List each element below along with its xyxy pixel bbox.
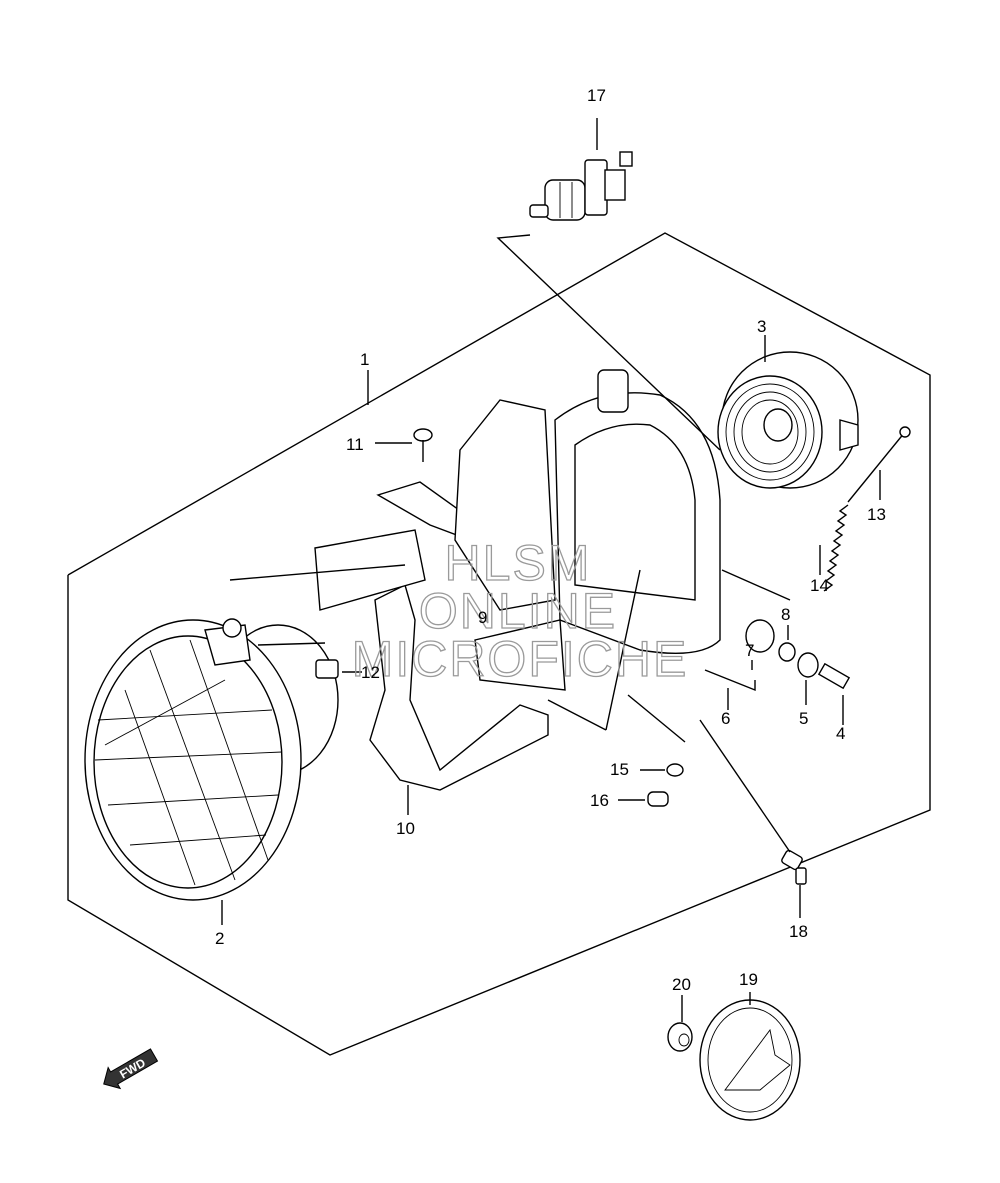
callout-14: 14 [810,576,829,595]
watermark: HLSM ONLINE MICROFICHE [351,534,689,687]
callout-labels: 1 2 3 4 5 6 7 8 9 10 11 12 13 14 15 16 1… [215,86,886,994]
part-housing [367,369,721,654]
callout-15: 15 [610,760,629,779]
part-cap-19 [699,992,801,1121]
watermark-line-1: HLSM [445,535,592,591]
callout-12: 12 [361,663,380,682]
callout-16: 16 [590,791,609,810]
callout-13: 13 [867,505,886,524]
part-nut-20 [667,995,693,1052]
part-bolt-18 [781,849,807,918]
callout-6: 6 [721,709,730,728]
part-headlamp-lens [84,618,339,925]
callout-11: 11 [346,435,364,454]
leader-lines [229,234,791,853]
callout-9: 9 [478,608,487,627]
callout-19: 19 [739,970,758,989]
part-collar-16 [618,791,669,807]
callout-20: 20 [672,975,691,994]
callout-17: 17 [587,86,606,105]
watermark-line-2: ONLINE [419,583,617,639]
part-screw-11 [375,428,433,462]
part-mounting-bracket [314,399,566,815]
part-rear-cover [717,335,859,489]
callout-1: 1 [360,350,369,369]
part-spring [819,504,849,592]
part-bolt-stack [704,619,851,725]
part-nut-12 [315,659,362,679]
callout-7: 7 [745,641,754,660]
callout-18: 18 [789,922,808,941]
watermark-line-3: MICROFICHE [352,631,689,687]
callout-10: 10 [396,819,415,838]
fwd-arrow-icon: FWD [103,1048,159,1090]
part-grommet-15 [640,763,684,777]
assembly-outline [67,232,931,1056]
callout-5: 5 [799,709,808,728]
callout-4: 4 [836,724,845,743]
part-adjuster-screw [847,426,911,503]
callout-2: 2 [215,929,224,948]
callout-3: 3 [757,317,766,336]
callout-8: 8 [781,605,790,624]
part-bulb [529,118,633,221]
